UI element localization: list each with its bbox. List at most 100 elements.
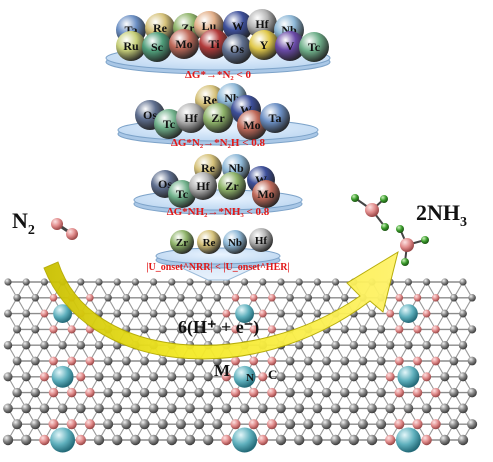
carbon-atom xyxy=(330,403,341,414)
carbon-atom xyxy=(277,278,285,286)
carbon-atom xyxy=(30,419,41,430)
screening-criterion: ΔG*N₂→*N₂H < 0.8 xyxy=(171,137,266,149)
nitrogen-atom xyxy=(249,294,258,302)
carbon-atom xyxy=(104,294,112,302)
carbon-atom xyxy=(368,309,376,318)
carbon-atom xyxy=(103,356,113,366)
nitrogen-atom xyxy=(40,309,49,318)
element-symbol: Re xyxy=(203,237,216,249)
carbon-atom-label: C xyxy=(268,367,277,382)
carbon-atom xyxy=(140,356,149,366)
nitrogen-atom xyxy=(248,419,259,430)
carbon-atom xyxy=(377,325,386,334)
nitrogen-atom xyxy=(386,309,395,318)
carbon-atom xyxy=(313,309,322,318)
carbon-atom xyxy=(22,309,31,318)
carbon-atom xyxy=(357,419,368,430)
metal-atom xyxy=(397,365,420,388)
carbon-atom xyxy=(458,403,468,414)
carbon-atom xyxy=(167,372,177,382)
carbon-atom xyxy=(366,434,378,446)
element-symbol: Mo xyxy=(243,118,260,132)
metal-atom xyxy=(51,365,74,388)
nitrogen-atom xyxy=(413,294,422,302)
element-ball-ta: Ta xyxy=(260,103,290,133)
element-symbol: Hf xyxy=(184,111,198,125)
nitrogen-atom xyxy=(267,325,276,334)
carbon-atom xyxy=(21,434,32,446)
carbon-atom xyxy=(12,356,22,366)
carbon-atom xyxy=(203,434,214,446)
nitrogen-atom xyxy=(395,294,404,302)
carbon-atom xyxy=(449,356,459,366)
nitrogen-atom xyxy=(230,387,241,398)
element-symbol: Re xyxy=(201,161,216,175)
lattice-atoms xyxy=(2,278,478,453)
nitrogen-atom xyxy=(394,419,405,430)
carbon-atom xyxy=(149,309,158,318)
carbon-atom xyxy=(30,356,40,366)
carbon-atom xyxy=(439,434,450,446)
carbon-atom xyxy=(31,325,40,334)
element-ball-tc: Tc xyxy=(299,32,329,62)
metal-atom xyxy=(235,304,255,324)
carbon-atom xyxy=(40,340,49,350)
element-ball-v: V xyxy=(275,31,305,61)
nitrogen-atom xyxy=(422,372,432,382)
nitrogen-atom xyxy=(412,387,423,398)
carbon-atom xyxy=(348,403,359,414)
carbon-atom xyxy=(21,372,31,382)
nitrogen-atom xyxy=(86,294,94,302)
nitrogen-atom xyxy=(66,387,77,398)
carbon-atom xyxy=(276,403,286,414)
carbon-atom xyxy=(3,340,13,350)
carbon-atom xyxy=(157,419,168,430)
nitrogen-atom xyxy=(266,419,277,430)
carbon-atom xyxy=(149,372,159,382)
carbon-atom xyxy=(349,372,359,382)
carbon-atom xyxy=(122,294,131,302)
carbon-atom xyxy=(404,340,413,350)
carbon-atom xyxy=(440,309,449,318)
element-symbol: Zr xyxy=(211,111,225,125)
carbon-atom xyxy=(176,356,186,366)
screening-criterion: ΔG*NH₂→*NH₃ < 0.8 xyxy=(167,206,270,218)
carbon-atom xyxy=(77,278,85,286)
nitrogen-atom xyxy=(395,325,404,334)
carbon-atom xyxy=(321,387,332,398)
element-ball-y: Y xyxy=(249,30,279,60)
nitrogen-atom xyxy=(75,434,87,446)
carbon-atom xyxy=(3,372,13,382)
element-symbol: Zr xyxy=(225,179,239,193)
carbon-atom xyxy=(303,387,314,398)
carbon-atom xyxy=(130,372,140,382)
carbon-atom xyxy=(312,434,323,446)
carbon-atom xyxy=(203,372,213,382)
nitrogen-atom xyxy=(67,325,76,334)
nitrogen-atom xyxy=(422,309,431,318)
element-symbol: Hf xyxy=(196,179,210,193)
carbon-atom xyxy=(194,387,204,398)
carbon-atom xyxy=(403,403,414,414)
carbon-atom xyxy=(121,419,132,430)
carbon-atom xyxy=(93,434,105,446)
carbon-atom xyxy=(94,372,104,382)
carbon-atom xyxy=(241,278,249,286)
element-symbol: Ti xyxy=(208,37,220,51)
nitrogen-atom xyxy=(258,372,268,382)
carbon-atom xyxy=(13,294,21,302)
product-label: 2NH3 xyxy=(416,200,467,230)
nitrogen-atom xyxy=(39,434,50,446)
nitrogen-atom xyxy=(231,294,240,302)
carbon-atom xyxy=(13,325,22,334)
carbon-atom xyxy=(440,372,450,382)
carbon-atom xyxy=(113,278,121,286)
element-symbol: Sc xyxy=(151,40,164,54)
carbon-atom xyxy=(21,340,31,350)
carbon-atom xyxy=(330,434,341,446)
carbon-atom xyxy=(39,403,50,414)
carbon-atom xyxy=(94,403,104,414)
nitrogen-atom xyxy=(76,372,86,382)
carbon-atom xyxy=(131,278,139,286)
